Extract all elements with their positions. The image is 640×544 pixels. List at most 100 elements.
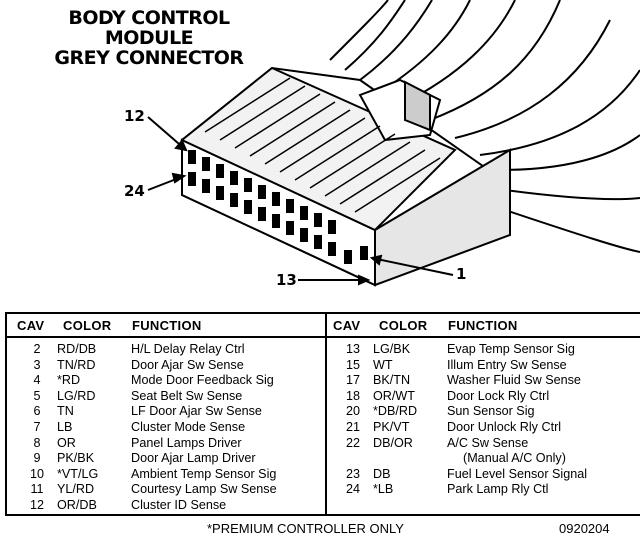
table-row: 8 OR Panel Lamps Driver [7,436,325,452]
header-cav: CAV [17,318,45,333]
table-row: 2 RD/DB H/L Delay Relay Ctrl [7,342,325,358]
cell-color: TN [57,404,74,419]
diagram-title: BODY CONTROL MODULE GREY CONNECTOR [36,8,262,68]
table-row: 17 BK/TN Washer Fluid Sw Sense [327,373,640,389]
cell-function: Washer Fluid Sw Sense [447,373,581,388]
callout-cavity-13: 13 [276,271,297,289]
connector-illustration [147,0,640,287]
cell-cav: 8 [33,435,41,450]
cell-color: DB/OR [373,435,413,450]
cell-color: DB [373,466,391,481]
header-function: FUNCTION [448,318,518,333]
cell-color: PK/VT [373,419,410,434]
cell-color: *VT/LG [57,466,99,481]
footnote: *PREMIUM CONTROLLER ONLY [207,521,404,536]
table-row: 4 *RD Mode Door Feedback Sig [7,373,325,389]
cell-cav: 20 [345,404,360,419]
cell-function: Fuel Level Sensor Signal [447,466,588,481]
title-line-1: BODY CONTROL [68,7,230,29]
cell-color: YL/RD [57,482,95,497]
cell-function: Door Lock Rly Ctrl [447,388,550,403]
cell-color: LG/RD [57,388,96,403]
cell-cav: 22 [345,435,360,450]
cell-function: Sun Sensor Sig [447,404,535,419]
table-row: 12 OR/DB Cluster ID Sense [7,498,325,514]
callout-cavity-24: 24 [124,182,145,200]
cell-cav: 3 [33,357,41,372]
header-color: COLOR [379,318,428,333]
title-line-2: MODULE [104,27,194,49]
callout-leaders [147,116,454,286]
left-table-header: CAV COLOR FUNCTION [7,314,325,338]
cell-cav: 13 [345,342,360,356]
cell-function: Park Lamp Rly Ctl [447,482,549,497]
table-row: 11 YL/RD Courtesy Lamp Sw Sense [7,482,325,498]
header-color: COLOR [63,318,112,333]
header-cav: CAV [333,318,361,333]
cell-cav: 10 [29,466,44,481]
cell-function: Ambient Temp Sensor Sig [131,466,277,481]
cell-cav: 2 [33,342,41,356]
cell-color: OR [57,435,76,450]
table-row: 24 *LB Park Lamp Rly Ctl [327,482,640,498]
cell-function: LF Door Ajar Sw Sense [131,404,262,419]
table-row: 21 PK/VT Door Unlock Rly Ctrl [327,420,640,436]
figure-code: 0920204 [559,521,610,536]
header-function: FUNCTION [132,318,202,333]
cell-color: *DB/RD [373,404,418,419]
cell-color: OR/WT [373,388,415,403]
cell-function: Door Ajar Lamp Driver [131,451,256,466]
cell-function: Mode Door Feedback Sig [131,373,274,388]
cell-function: Door Unlock Rly Ctrl [447,419,562,434]
cell-function: Courtesy Lamp Sw Sense [131,482,277,497]
cell-color: *RD [57,373,81,388]
cell-cav: 15 [345,357,360,372]
cell-cav: 11 [30,482,44,497]
cell-function: H/L Delay Relay Ctrl [131,342,245,356]
cell-cav: 17 [345,373,360,388]
cell-color: BK/TN [373,373,411,388]
connector-ribs [204,77,441,213]
cell-cav: 4 [33,373,41,388]
cell-cav: 5 [33,388,41,403]
cell-cav: 23 [345,466,360,481]
cell-cav: 7 [33,419,41,434]
cell-function: A/C Sw Sense [447,435,529,450]
cavity-table: CAV COLOR FUNCTION 2 RD/DB H/L Delay Relay C… [5,312,640,516]
cell-cav: 12 [29,497,44,512]
cell-color: TN/RD [57,357,96,372]
cell-function: Panel Lamps Driver [131,435,242,450]
table-row: 6 TN LF Door Ajar Sw Sense [7,404,325,420]
cell-function: Evap Temp Sensor Sig [447,342,575,356]
callout-cavity-12: 12 [124,107,145,125]
wire-bundle [329,0,640,253]
cell-cav: 24 [345,482,360,497]
cell-cav: 21 [345,419,360,434]
cell-color: RD/DB [57,342,97,356]
left-table-rows: 2 RD/DB H/L Delay Relay Ctrl 3 TN/RD Door Aja… [7,338,325,514]
table-row: 20 *DB/RD Sun Sensor Sig [327,404,640,420]
cell-function: Illum Entry Sw Sense [447,357,567,372]
table-row: 23 DB Fuel Level Sensor Signal [327,467,640,483]
cell-color: *LB [373,482,394,497]
title-line-3: GREY CONNECTOR [54,47,244,69]
cell-color: PK/BK [57,451,95,466]
cavity-grid [188,150,368,264]
cell-function: (Manual A/C Only) [463,451,566,466]
cell-color: OR/DB [57,497,97,512]
right-table-header: CAV COLOR FUNCTION [327,314,640,338]
cell-cav: 9 [33,451,41,466]
callout-cavity-1: 1 [456,265,467,283]
cell-function: Door Ajar Sw Sense [131,357,244,372]
cell-cav: 6 [33,404,41,419]
table-row: 22 DB/OR A/C Sw Sense [327,436,640,452]
cell-function: Cluster ID Sense [131,497,227,512]
table-row: 10 *VT/LG Ambient Temp Sensor Sig [7,467,325,483]
table-row: 9 PK/BK Door Ajar Lamp Driver [7,451,325,467]
